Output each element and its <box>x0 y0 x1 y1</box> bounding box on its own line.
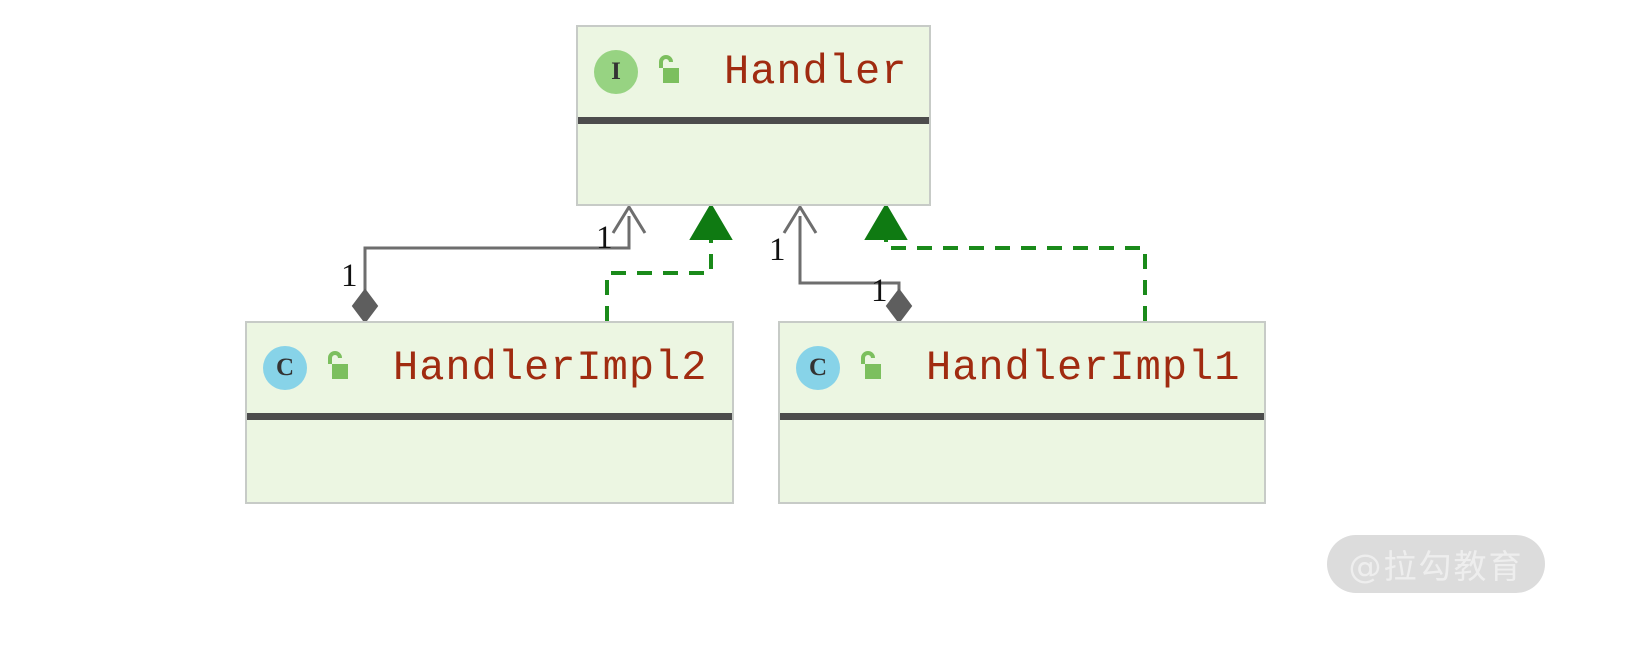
edge-realization-impl2-handler[interactable] <box>605 203 733 321</box>
open-arrow-head <box>611 204 647 234</box>
uml-node-handlerimpl1-members <box>780 420 1264 502</box>
unlock-icon <box>854 350 884 387</box>
filled-diamond-head <box>885 288 913 324</box>
unlock-icon <box>321 350 351 387</box>
multiplicity-label-impl2-target: 1 <box>596 220 613 256</box>
uml-node-handlerimpl2[interactable]: C HandlerImpl2 <box>245 321 734 504</box>
uml-node-handlerimpl1-header: C HandlerImpl1 <box>780 323 1264 413</box>
multiplicity-label-impl1-source: 1 <box>871 273 888 309</box>
uml-node-handler-title: Handler <box>724 48 908 96</box>
open-arrow-head <box>782 204 818 234</box>
edge-realization-impl1-handler[interactable] <box>864 203 1147 321</box>
edge-aggregation-impl1-handler[interactable] <box>782 204 913 324</box>
uml-node-handler-divider <box>578 117 929 124</box>
uml-node-handlerimpl1-title: HandlerImpl1 <box>926 344 1241 392</box>
multiplicity-label-impl1-target: 1 <box>769 232 786 268</box>
uml-node-handler-members <box>578 124 929 204</box>
watermark: @拉勾教育 <box>1327 535 1545 593</box>
multiplicity-label-impl2-source: 1 <box>341 258 358 294</box>
class-badge-icon: C <box>263 346 307 390</box>
unlock-icon <box>652 54 682 91</box>
uml-node-handlerimpl2-header: C HandlerImpl2 <box>247 323 732 413</box>
uml-node-handler[interactable]: I Handler <box>576 25 931 206</box>
uml-node-handlerimpl1[interactable]: C HandlerImpl1 <box>778 321 1266 504</box>
uml-node-handlerimpl2-divider <box>247 413 732 420</box>
uml-node-handler-header: I Handler <box>578 27 929 117</box>
filled-triangle-head <box>864 203 908 240</box>
class-badge-icon: C <box>796 346 840 390</box>
uml-node-handlerimpl1-divider <box>780 413 1264 420</box>
filled-triangle-head <box>689 203 733 240</box>
uml-node-handlerimpl2-members <box>247 420 732 502</box>
interface-badge-icon: I <box>594 50 638 94</box>
uml-node-handlerimpl2-title: HandlerImpl2 <box>393 344 708 392</box>
filled-diamond-head <box>351 288 379 324</box>
